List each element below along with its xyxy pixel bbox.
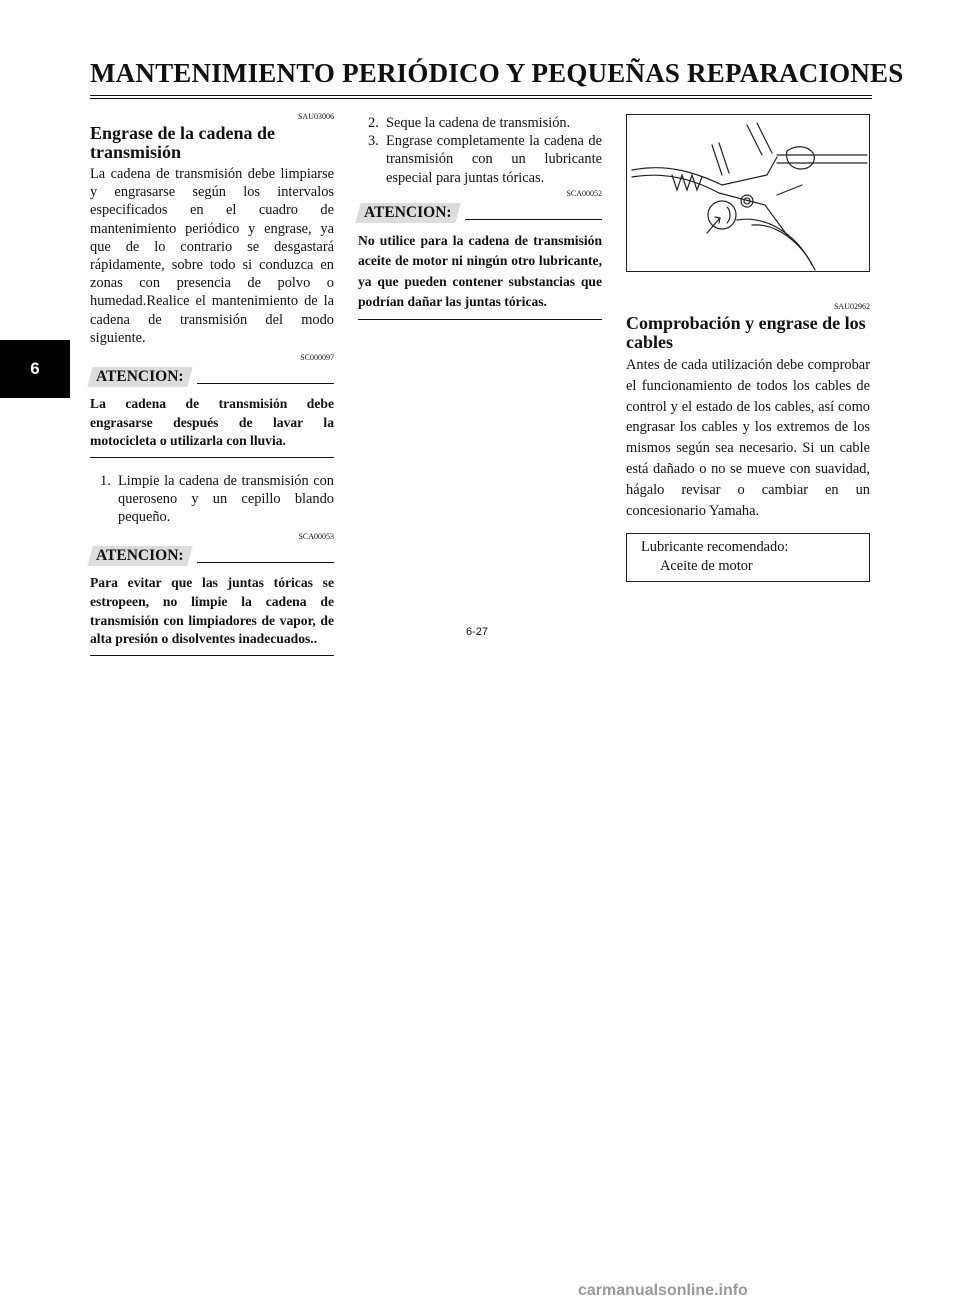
warning-header: ATENCION:: [87, 546, 334, 568]
warning-text: Para evitar que las juntas tóricas se es…: [90, 575, 334, 647]
header-divider: [90, 95, 872, 99]
step-list: 1.Limpie la cadena de transmisión con qu…: [90, 472, 334, 527]
spec-value: Aceite de motor: [660, 558, 753, 575]
section-body: La cadena de transmisión debe limpiarse …: [90, 166, 334, 346]
page-number: 6-27: [466, 626, 489, 638]
page-header: MANTENIMIENTO PERIÓDICO Y PEQUEÑAS REPAR…: [90, 58, 904, 89]
warning-rule: [465, 218, 602, 220]
warning-rule: [197, 383, 334, 385]
column-chain-steps: 2.Seque la cadena de transmisión. 3.Engr…: [355, 112, 602, 320]
page-title: MANTENIMIENTO PERIÓDICO Y PEQUEÑAS REPAR…: [90, 58, 904, 88]
warning-badge: ATENCION:: [355, 202, 461, 223]
warning-text: La cadena de transmisión debe engrasarse…: [90, 396, 334, 449]
list-item: 3.Engrase completamente la cadena de tra…: [368, 133, 602, 186]
warning-badge: ATENCION:: [87, 367, 193, 388]
spec-label: Lubricante recomendado:: [641, 539, 789, 556]
warning-header: ATENCION:: [87, 367, 334, 389]
step-list: 2.Seque la cadena de transmisión. 3.Engr…: [358, 114, 602, 187]
warning-text: No utilice para la cadena de transmisión…: [358, 232, 602, 310]
warning-end-rule: [90, 654, 334, 656]
watermark: carmanualsonline.info: [578, 1282, 748, 1299]
warning-code: SCA00053: [298, 532, 334, 542]
section-title: Comprobación y engrase de los cables: [626, 313, 866, 352]
list-item: 2.Seque la cadena de transmisión.: [368, 115, 571, 131]
warning-rule: [197, 562, 334, 564]
cable-lubrication-icon: [631, 122, 868, 271]
warning-code: SCA00052: [566, 188, 602, 198]
chapter-tab: 6: [0, 340, 70, 398]
column-cable-check: SAU02962 Comprobación y engrase de los c…: [626, 302, 870, 583]
list-item: 1.Limpie la cadena de transmisión con qu…: [100, 472, 334, 526]
warning-code: SC000097: [300, 353, 334, 363]
warning-end-rule: [90, 456, 334, 458]
warning-end-rule: [358, 318, 602, 320]
warning-badge: ATENCION:: [87, 546, 193, 567]
lubricant-spec-box: Lubricante recomendado: Aceite de motor: [626, 533, 870, 583]
section-title: Engrase de la cadena de transmisión: [90, 123, 276, 162]
warning-header: ATENCION:: [355, 202, 602, 225]
section-body: Antes de cada utilización debe comprobar…: [626, 357, 870, 519]
column-chain-lubrication: SAU03006 Engrase de la cadena de transmi…: [87, 112, 334, 656]
cable-figure: [626, 114, 870, 272]
section-code: SAU03006: [297, 112, 334, 121]
section-code: SAU02962: [833, 302, 870, 311]
